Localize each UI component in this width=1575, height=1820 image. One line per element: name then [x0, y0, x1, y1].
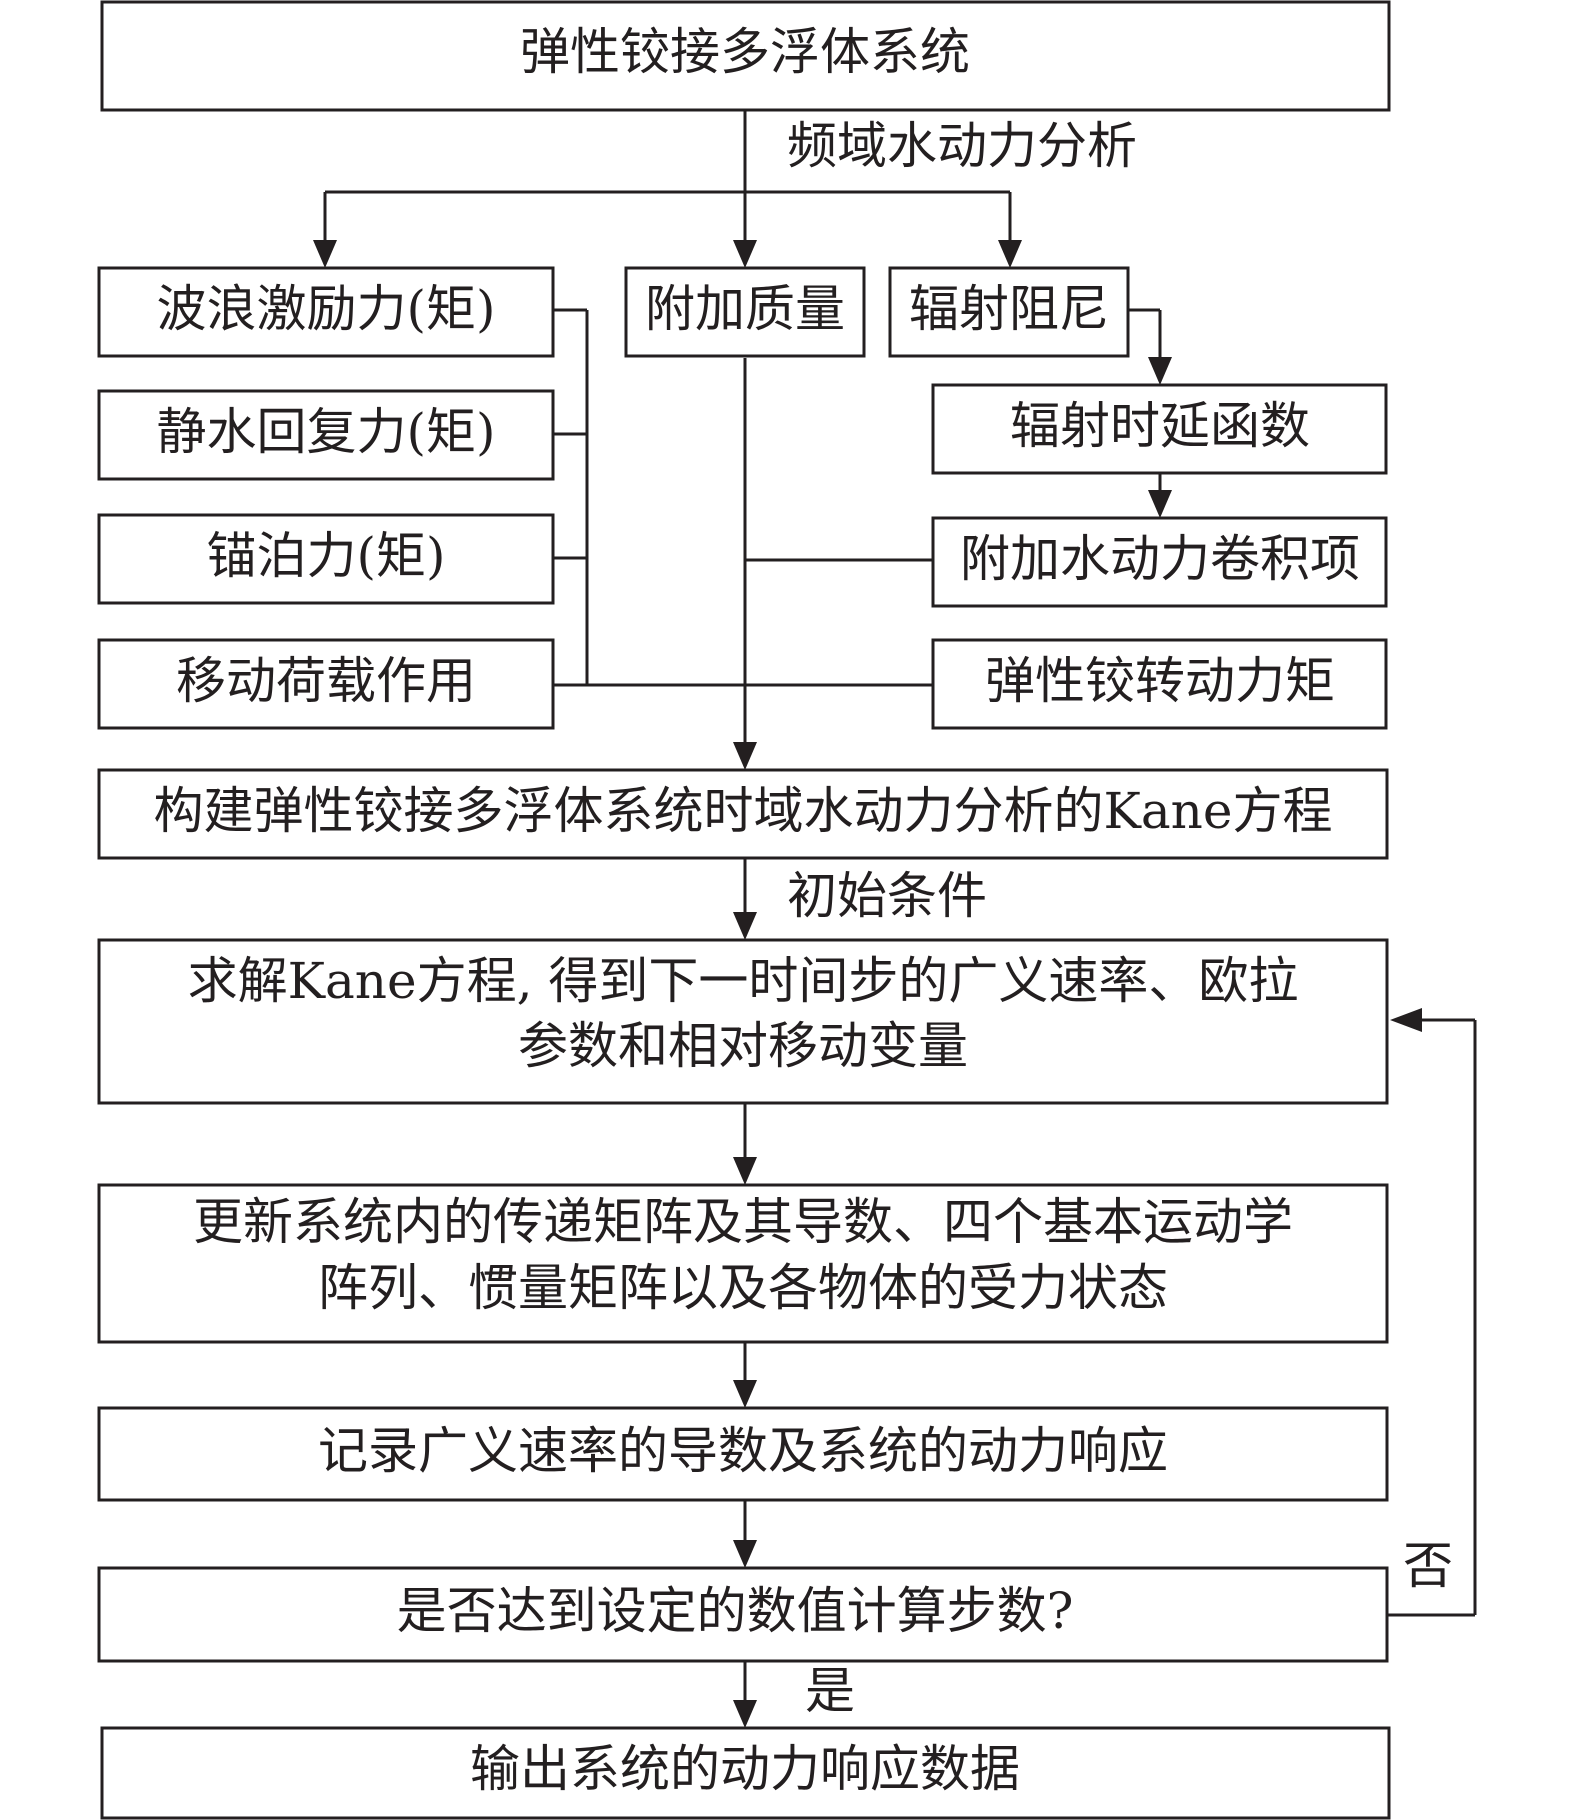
- radiation-delay-box: 辐射时延函数: [931, 383, 1388, 475]
- update-line-2: 阵列、惯量矩阵以及各物体的受力状态: [318, 1259, 1168, 1317]
- moving-load-box: 移动荷载作用: [97, 638, 555, 730]
- hinge-moment-box: 弹性铰转动力矩: [931, 638, 1388, 730]
- check-label: 是否达到设定的数值计算步数?: [397, 1582, 1074, 1640]
- mooring-box: 锚泊力(矩): [97, 513, 555, 605]
- radiation-damping-box: 辐射阻尼: [888, 266, 1130, 358]
- record-label: 记录广义速率的导数及系统的动力响应: [318, 1422, 1168, 1480]
- frequency-domain-label: 频域水动力分析: [787, 117, 1137, 175]
- kane-equation-label: 构建弹性铰接多浮体系统时域水动力分析的Kane方程: [154, 782, 1333, 840]
- moving-load-label: 移动荷载作用: [176, 652, 476, 710]
- yes-label: 是: [805, 1662, 855, 1720]
- convolution-box: 附加水动力卷积项: [931, 516, 1388, 608]
- initial-conditions-label: 初始条件: [787, 867, 987, 925]
- mooring-label: 锚泊力(矩): [206, 527, 445, 585]
- system-title: 弹性铰接多浮体系统: [520, 23, 970, 81]
- hydrostatic-label: 静水回复力(矩): [156, 403, 495, 461]
- wave-excitation-box: 波浪激励力(矩): [97, 266, 555, 358]
- radiation-delay-label: 辐射时延函数: [1010, 397, 1310, 455]
- record-box: 记录广义速率的导数及系统的动力响应: [97, 1406, 1389, 1502]
- wave-excitation-label: 波浪激励力(矩): [156, 280, 495, 338]
- output-label: 输出系统的动力响应数据: [470, 1740, 1020, 1798]
- solve-box: 求解Kane方程, 得到下一时间步的广义速率、欧拉 参数和相对移动变量: [97, 938, 1389, 1105]
- update-box: 更新系统内的传递矩阵及其导数、四个基本运动学 阵列、惯量矩阵以及各物体的受力状态: [97, 1183, 1389, 1344]
- arrowheads: [313, 240, 1422, 1728]
- output-box: 输出系统的动力响应数据: [100, 1726, 1391, 1820]
- no-label: 否: [1403, 1537, 1453, 1595]
- connectors: [323, 110, 1477, 1705]
- hinge-moment-label: 弹性铰转动力矩: [985, 652, 1335, 710]
- convolution-label: 附加水动力卷积项: [960, 530, 1360, 588]
- hydrostatic-box: 静水回复力(矩): [97, 389, 555, 481]
- system-box: 弹性铰接多浮体系统: [100, 0, 1391, 112]
- added-mass-box: 附加质量: [624, 266, 866, 358]
- radiation-damping-label: 辐射阻尼: [909, 280, 1109, 338]
- kane-equation-box: 构建弹性铰接多浮体系统时域水动力分析的Kane方程: [97, 768, 1389, 860]
- solve-line-1: 求解Kane方程, 得到下一时间步的广义速率、欧拉: [188, 952, 1299, 1010]
- update-line-1: 更新系统内的传递矩阵及其导数、四个基本运动学: [193, 1193, 1293, 1251]
- solve-line-2: 参数和相对移动变量: [518, 1017, 968, 1075]
- added-mass-label: 附加质量: [645, 280, 845, 338]
- check-box: 是否达到设定的数值计算步数?: [97, 1566, 1389, 1663]
